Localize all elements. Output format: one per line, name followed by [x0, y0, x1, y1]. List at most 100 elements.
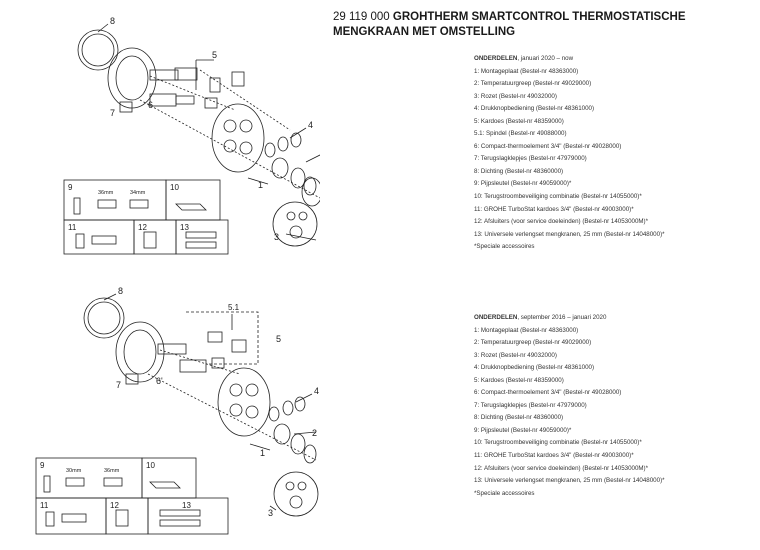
assembly-line [147, 349, 317, 461]
exploded-diagram-2020: 8 5 7 6 4 2 1 3 9 10 11 12 13 36mm 34mm [0, 10, 320, 280]
callout-7: 7 [110, 108, 115, 118]
mounting-plate [211, 103, 265, 173]
list-item: 11: GROHE TurboStat kardoes 3/4" (Bestel… [474, 452, 634, 460]
cartridge-part [231, 71, 245, 87]
mounting-body-core [115, 55, 149, 101]
list-item: 9: Pijpsleutel (Bestel-nr 49059000)* [474, 180, 572, 188]
box-label-10: 10 [146, 461, 155, 470]
list-item: 6: Compact-thermoelement 3/4" (Bestel-nr… [474, 142, 622, 150]
list-item: 8: Dichting (Bestel-nr 48360000) [474, 167, 564, 175]
pipe-wrench [73, 197, 81, 215]
turbostat-spindle [61, 513, 87, 523]
leader-line [293, 431, 317, 435]
parts-list-2020: ONDERDELEN, januari 2020 – now 1: Montag… [474, 53, 760, 254]
list-item: 7: Terugslagklepjes (Bestel-nr 47979000) [474, 401, 587, 409]
rosette-button [286, 211, 296, 221]
box-label-12: 12 [110, 501, 119, 510]
cartridge-bracket [186, 311, 259, 365]
plate-hole [239, 119, 253, 133]
callout-1: 1 [260, 448, 265, 458]
turbostat-cartridge [75, 233, 85, 249]
list-item: 10: Terugstroombeveiliging combinatie (B… [474, 193, 642, 201]
list-item: 6: Compact-thermoelement 3/4" (Bestel-nr… [474, 389, 622, 397]
list-item: 1: Montageplaat (Bestel-nr 48363000) [474, 326, 579, 334]
mounting-body [115, 321, 165, 383]
list-item: 11: GROHE TurboStat kardoes 3/4" (Bestel… [474, 205, 634, 213]
mounting-body [107, 47, 157, 109]
exploded-diagram-svg: 8 5.1 5 7 6' 4 2 1 3 9 10 11 12 13 30mm … [35, 286, 319, 535]
list-item: 2: Temperatuurgreep (Bestel-nr 49029000) [474, 80, 592, 88]
list-item: 13: Universele verlengset mengkranen, 25… [474, 477, 665, 485]
leader-line [249, 443, 271, 451]
gasket-ring-inner [81, 33, 115, 67]
parts-list-2016: ONDERDELEN, september 2016 – januari 202… [474, 312, 760, 500]
parts-header-bold: ONDERDELEN [474, 55, 518, 62]
extension-set [185, 231, 217, 239]
box-label-12: 12 [138, 223, 147, 232]
list-item: 5: Kardoes (Bestel-nr 48359000) [474, 376, 564, 384]
cartridge-34mm [129, 199, 149, 209]
product-name: GROHTHERM SMARTCONTROL THERMOSTATISCHE M… [333, 11, 686, 38]
parts-list-header: ONDERDELEN, januari 2020 – now [474, 53, 760, 66]
temperature-knob [273, 423, 291, 445]
backflow-preventer [149, 481, 181, 489]
parts-header-period: , september 2016 – januari 2020 [517, 314, 607, 321]
plate-hole [229, 403, 243, 417]
plate-hole [229, 383, 243, 397]
rosette-button [285, 481, 295, 491]
leader-line [97, 23, 109, 33]
list-item: 2: Temperatuurgreep (Bestel-nr 49029000) [474, 339, 592, 347]
list-item: 1: Montageplaat (Bestel-nr 48363000) [474, 67, 579, 75]
cartridge-part [207, 331, 223, 343]
callout-8: 8 [110, 16, 115, 26]
leader-line [295, 393, 313, 403]
exploded-diagram-svg: 8 5 7 6 4 2 1 3 9 10 11 12 13 36mm 34mm [63, 16, 320, 255]
list-item: 9: Pijpsleutel (Bestel-nr 49059000)* [474, 426, 572, 434]
box-label-11: 11 [68, 223, 77, 232]
plate-hole [223, 139, 237, 153]
callout-6: 6 [148, 100, 153, 110]
push-button [282, 400, 294, 416]
parts-list-header: ONDERDELEN, september 2016 – januari 202… [474, 312, 760, 325]
callout-4: 4 [308, 120, 313, 130]
cartridge-ring [211, 357, 225, 369]
list-item: 13: Universele verlengset mengkranen, 25… [474, 230, 665, 238]
leader-line [269, 505, 277, 511]
push-button [268, 406, 280, 422]
extension-set [185, 241, 217, 249]
parts-header-bold: ONDERDELEN [474, 314, 518, 321]
cartridge-36mm [103, 477, 123, 487]
callout-1: 1 [258, 180, 263, 190]
list-item: 10: Terugstroombeveiliging combinatie (B… [474, 439, 642, 447]
callout-8: 8 [118, 286, 123, 296]
plate-hole [245, 383, 259, 397]
list-item: 3: Rozet (Bestel-nr 49032000) [474, 92, 557, 100]
exploded-diagram-2016: 8 5.1 5 7 6' 4 2 1 3 9 10 11 12 13 30mm … [0, 280, 320, 550]
list-item: 3: Rozet (Bestel-nr 49032000) [474, 351, 557, 359]
leader-line [289, 127, 307, 139]
plate-hole [245, 405, 259, 419]
cartridge-36mm [97, 199, 117, 209]
leader-line [103, 293, 117, 301]
list-item: 12: Afsluiters (voor service doeleinden)… [474, 218, 649, 226]
rosette [272, 201, 318, 247]
dim-34mm: 34mm [130, 190, 146, 196]
mounting-body-core [123, 329, 157, 375]
leader-line [247, 177, 269, 185]
list-item: 4: Drukknopbediening (Bestel-nr 48361000… [474, 105, 595, 113]
plate-hole [223, 119, 237, 133]
rosette-knob [289, 495, 303, 509]
list-item: 4: Drukknopbediening (Bestel-nr 48361000… [474, 364, 595, 372]
knob-ring [303, 444, 317, 464]
pipe-wrench [43, 475, 51, 493]
dim-36mm: 36mm [98, 190, 114, 196]
thermo-element [179, 359, 207, 373]
callout-3: 3 [274, 232, 279, 242]
extension-set [159, 519, 201, 527]
leader-line [285, 233, 317, 241]
footnote: *Speciale accessoires [474, 489, 535, 497]
knob-ring [303, 176, 317, 196]
shutoff-valve [143, 231, 157, 249]
document-title: 29 119 000 GROHTHERM SMARTCONTROL THERMO… [333, 10, 753, 40]
rosette-button [297, 481, 307, 491]
